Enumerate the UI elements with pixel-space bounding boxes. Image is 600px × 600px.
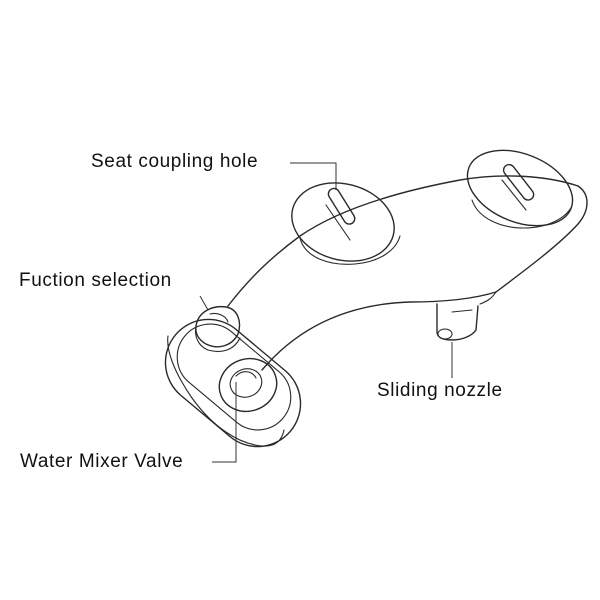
function-selection-knob xyxy=(194,305,241,353)
mounting-bar xyxy=(227,175,588,371)
seat-coupling-pad-left xyxy=(291,182,401,265)
label-sliding-nozzle: Sliding nozzle xyxy=(377,380,503,401)
label-function-selection: Fuction selection xyxy=(19,270,172,291)
leader-water-mixer-valve xyxy=(212,382,237,463)
sliding-nozzle xyxy=(436,303,479,341)
water-mixer-valve-knob xyxy=(218,357,278,413)
label-water-mixer-valve: Water Mixer Valve xyxy=(20,451,184,472)
leader-function-selection xyxy=(199,295,209,311)
label-seat-coupling-hole: Seat coupling hole xyxy=(91,151,259,172)
control-panel xyxy=(164,318,302,448)
leader-lines xyxy=(199,162,453,463)
seat-coupling-pad-right xyxy=(466,149,574,229)
leader-seat-coupling-hole xyxy=(290,162,337,190)
